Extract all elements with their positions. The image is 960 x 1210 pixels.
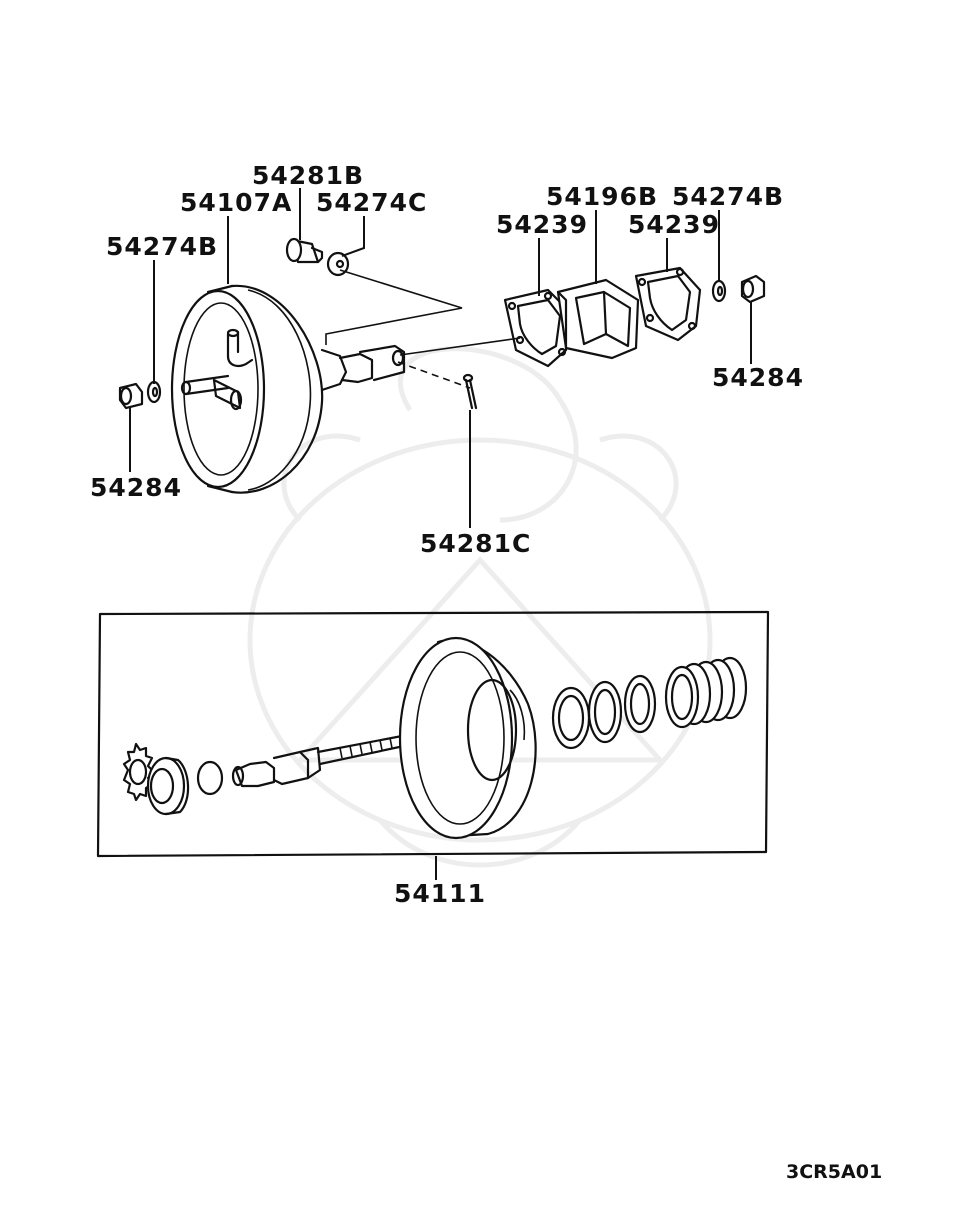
nut-right — [740, 274, 766, 304]
figure-code: 3CR5A01 — [786, 1161, 882, 1183]
part-labels: 54281B 54107A 54274C 54274B 54284 54239 … — [90, 161, 882, 1183]
label-54284-left: 54284 — [90, 473, 182, 502]
label-54274B-right: 54274B — [672, 182, 784, 211]
assembly-guide-lines — [325, 269, 521, 389]
label-54274B-left: 54274B — [106, 232, 218, 261]
washer — [326, 251, 350, 277]
clevis-pin — [285, 237, 324, 264]
washer-left — [146, 380, 162, 404]
nut-left — [118, 382, 144, 410]
label-54284-right: 54284 — [712, 363, 804, 392]
label-54111: 54111 — [394, 879, 486, 908]
label-54107A: 54107A — [180, 188, 292, 217]
gasket-left — [503, 288, 572, 368]
spacer — [556, 278, 640, 360]
label-54281C: 54281C — [420, 529, 531, 558]
cotter-pin — [462, 373, 478, 410]
leader-lines-top — [129, 188, 752, 528]
label-54274C: 54274C — [316, 188, 427, 217]
washer-right — [711, 279, 727, 303]
label-54196B: 54196B — [546, 182, 658, 211]
label-54281B: 54281B — [252, 161, 364, 190]
label-54239-left: 54239 — [496, 210, 588, 239]
label-54239-right: 54239 — [628, 210, 720, 239]
gasket-right — [634, 266, 702, 342]
brake-booster — [170, 284, 406, 494]
repair-kit-box — [96, 610, 770, 858]
